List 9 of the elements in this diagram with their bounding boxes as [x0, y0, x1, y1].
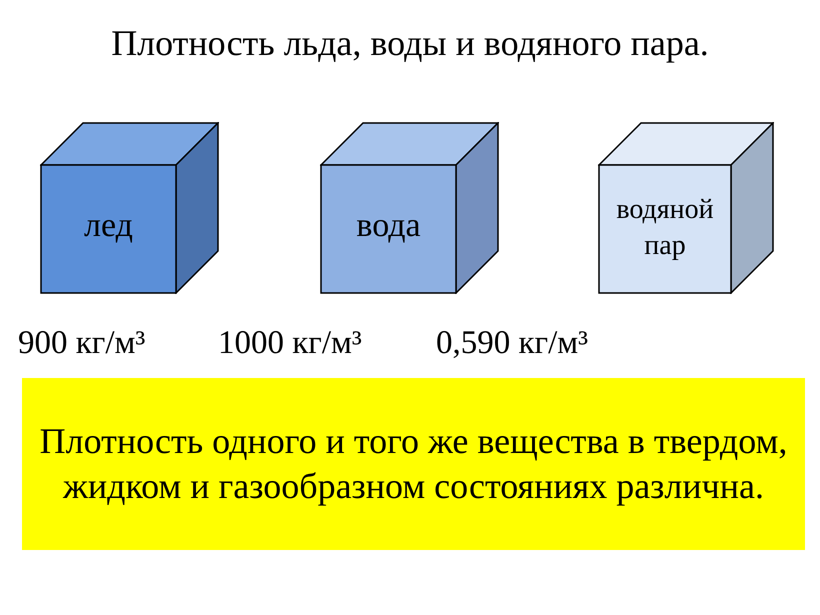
- density-label: 900 кг/м³: [18, 325, 146, 362]
- density-label: 0,590 кг/м³: [436, 325, 588, 362]
- highlight-panel: [22, 378, 805, 550]
- conclusion-text: Плотность одного и того же вещества в твердом, жидком и газообразном состояниях различна.: [38, 420, 788, 508]
- cube-label: лед: [83, 208, 134, 244]
- density-label: 1000 кг/м³: [218, 325, 362, 362]
- cube-label: водяной пар: [615, 193, 715, 263]
- slide-title: Плотность льда, воды и водяного пара.: [110, 22, 710, 64]
- cube-label: вода: [355, 208, 422, 244]
